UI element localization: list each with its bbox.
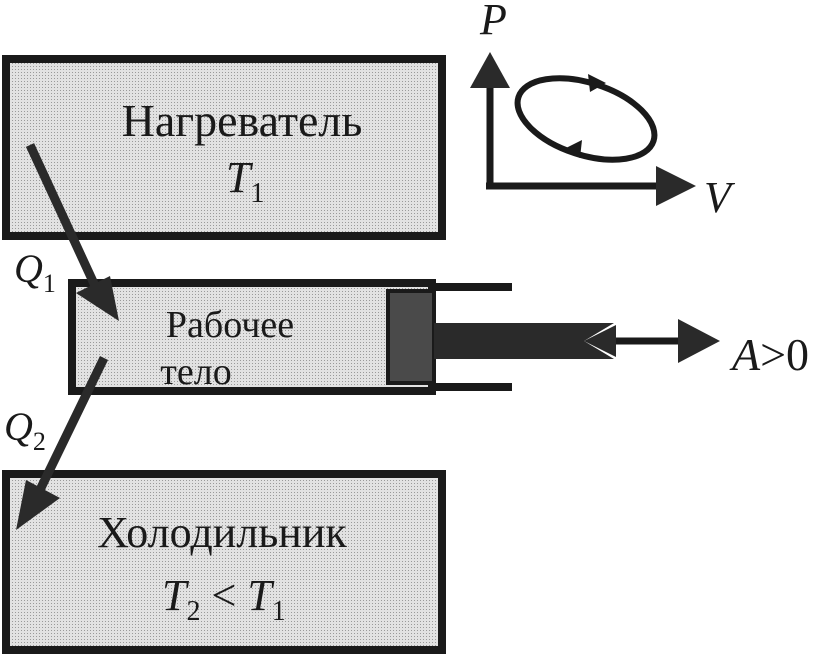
heater-title: Нагреватель [122,95,363,146]
pv-x-label: V [704,173,736,222]
heat-out-arrow-head [16,480,60,530]
pv-cycle-direction-arrow-top [588,74,606,92]
cooler-temp-relation: T2 < T1 [162,571,286,627]
pv-y-axis-arrowhead [470,52,510,88]
work-arrow-right-head [678,319,720,363]
piston [386,289,436,385]
working-body-line1: Рабочее [166,304,294,346]
heat-out-arrow-shaft [33,356,109,496]
working-body-line2: тело [160,351,231,393]
cooler-box [2,470,446,654]
cooler-title: Холодильник [97,508,347,557]
heat-in-arrow-shaft [25,143,101,290]
heat-in-arrow-head [76,276,119,321]
piston-rod [434,323,614,359]
work-label: A>0 [729,329,809,380]
heater-temp: T1 [226,153,264,209]
pv-y-label: P [479,0,507,44]
heat-in-label: Q1 [14,246,56,298]
heater-box [2,55,446,240]
pv-x-axis-arrowhead [656,166,696,206]
working-body-box [68,279,436,395]
heat-out-label: Q2 [4,404,46,456]
pv-cycle-loop [514,75,658,163]
work-arrow-left-head [584,325,616,357]
pv-cycle-direction-arrow-bottom [562,140,582,158]
